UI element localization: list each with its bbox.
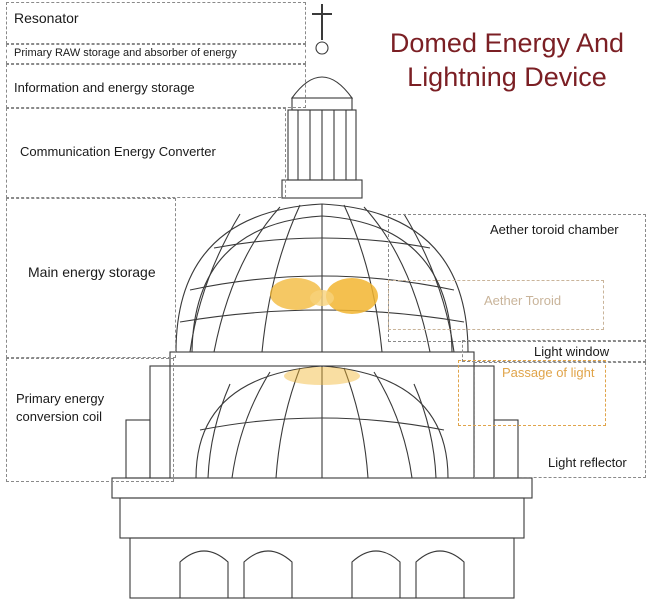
aether-chamber-label: Aether toroid chamber bbox=[490, 222, 619, 237]
primary-coil-box bbox=[6, 358, 174, 482]
main-storage-label: Main energy storage bbox=[28, 264, 156, 280]
aether-chamber-box bbox=[388, 214, 646, 342]
diagram-title: Domed Energy And Lightning Device bbox=[372, 26, 642, 94]
title-line-1: Domed Energy And bbox=[389, 28, 625, 58]
aether-toroid-label: Aether Toroid bbox=[484, 293, 562, 308]
title-line-2: Lightning Device bbox=[407, 62, 607, 92]
communication-label: Communication Energy Converter bbox=[20, 144, 216, 159]
light-window-label: Light window bbox=[534, 344, 610, 359]
aether-toroid-glow bbox=[270, 278, 378, 385]
light-reflector-label: Light reflector bbox=[548, 455, 627, 470]
primary-raw-label: Primary RAW storage and absorber of ener… bbox=[14, 47, 237, 59]
aether-toroid-box bbox=[388, 280, 604, 330]
primary-raw-box bbox=[6, 44, 306, 64]
information-box bbox=[6, 64, 306, 108]
resonator-label: Resonator bbox=[14, 10, 79, 26]
light-reflector-box bbox=[474, 362, 646, 478]
main-storage-box bbox=[6, 198, 176, 358]
passage-of-light-label: Passage of light bbox=[502, 365, 595, 380]
passage-box bbox=[458, 360, 606, 426]
resonator-box bbox=[6, 2, 306, 44]
information-label: Information and energy storage bbox=[14, 80, 195, 95]
communication-box bbox=[6, 108, 286, 198]
primary-coil-label: Primary energy conversion coil bbox=[16, 391, 105, 424]
light-window-box bbox=[462, 340, 646, 362]
